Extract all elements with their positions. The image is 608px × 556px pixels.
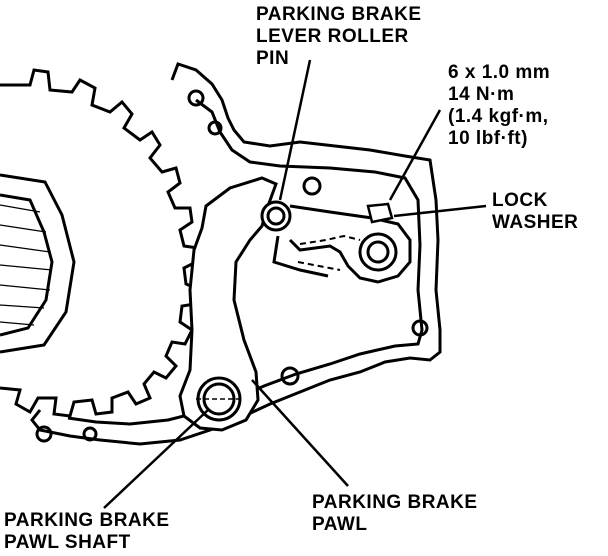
lever-roller-pin: [260, 200, 292, 232]
label-torque-spec: 6 x 1.0 mm 14 N·m (1.4 kgf·m, 10 lbf·ft): [448, 62, 551, 149]
lever-hidden-lines: [297, 234, 361, 271]
bolt-holes: [35, 89, 429, 443]
gear-bore: [0, 173, 76, 354]
parking-brake-pawl: [178, 176, 278, 432]
leader-roller-pin: [278, 59, 312, 201]
label-lever-roller-pin: PARKING BRAKE LEVER ROLLER PIN: [256, 4, 422, 69]
leader-torque: [388, 109, 442, 201]
leader-pawl: [251, 379, 349, 487]
leader-pawl-shaft: [103, 409, 209, 509]
label-parking-brake-pawl: PARKING BRAKE PAWL: [312, 492, 478, 535]
leader-lines: [103, 59, 487, 509]
leader-lock-washer: [393, 204, 487, 218]
label-lock-washer: LOCK WASHER: [492, 190, 579, 233]
label-parking-brake-pawl-shaft: PARKING BRAKE PAWL SHAFT: [4, 510, 170, 553]
lock-washer: [366, 202, 394, 224]
gear-bore-hatching: [0, 204, 53, 326]
gear-housing: [0, 68, 202, 418]
